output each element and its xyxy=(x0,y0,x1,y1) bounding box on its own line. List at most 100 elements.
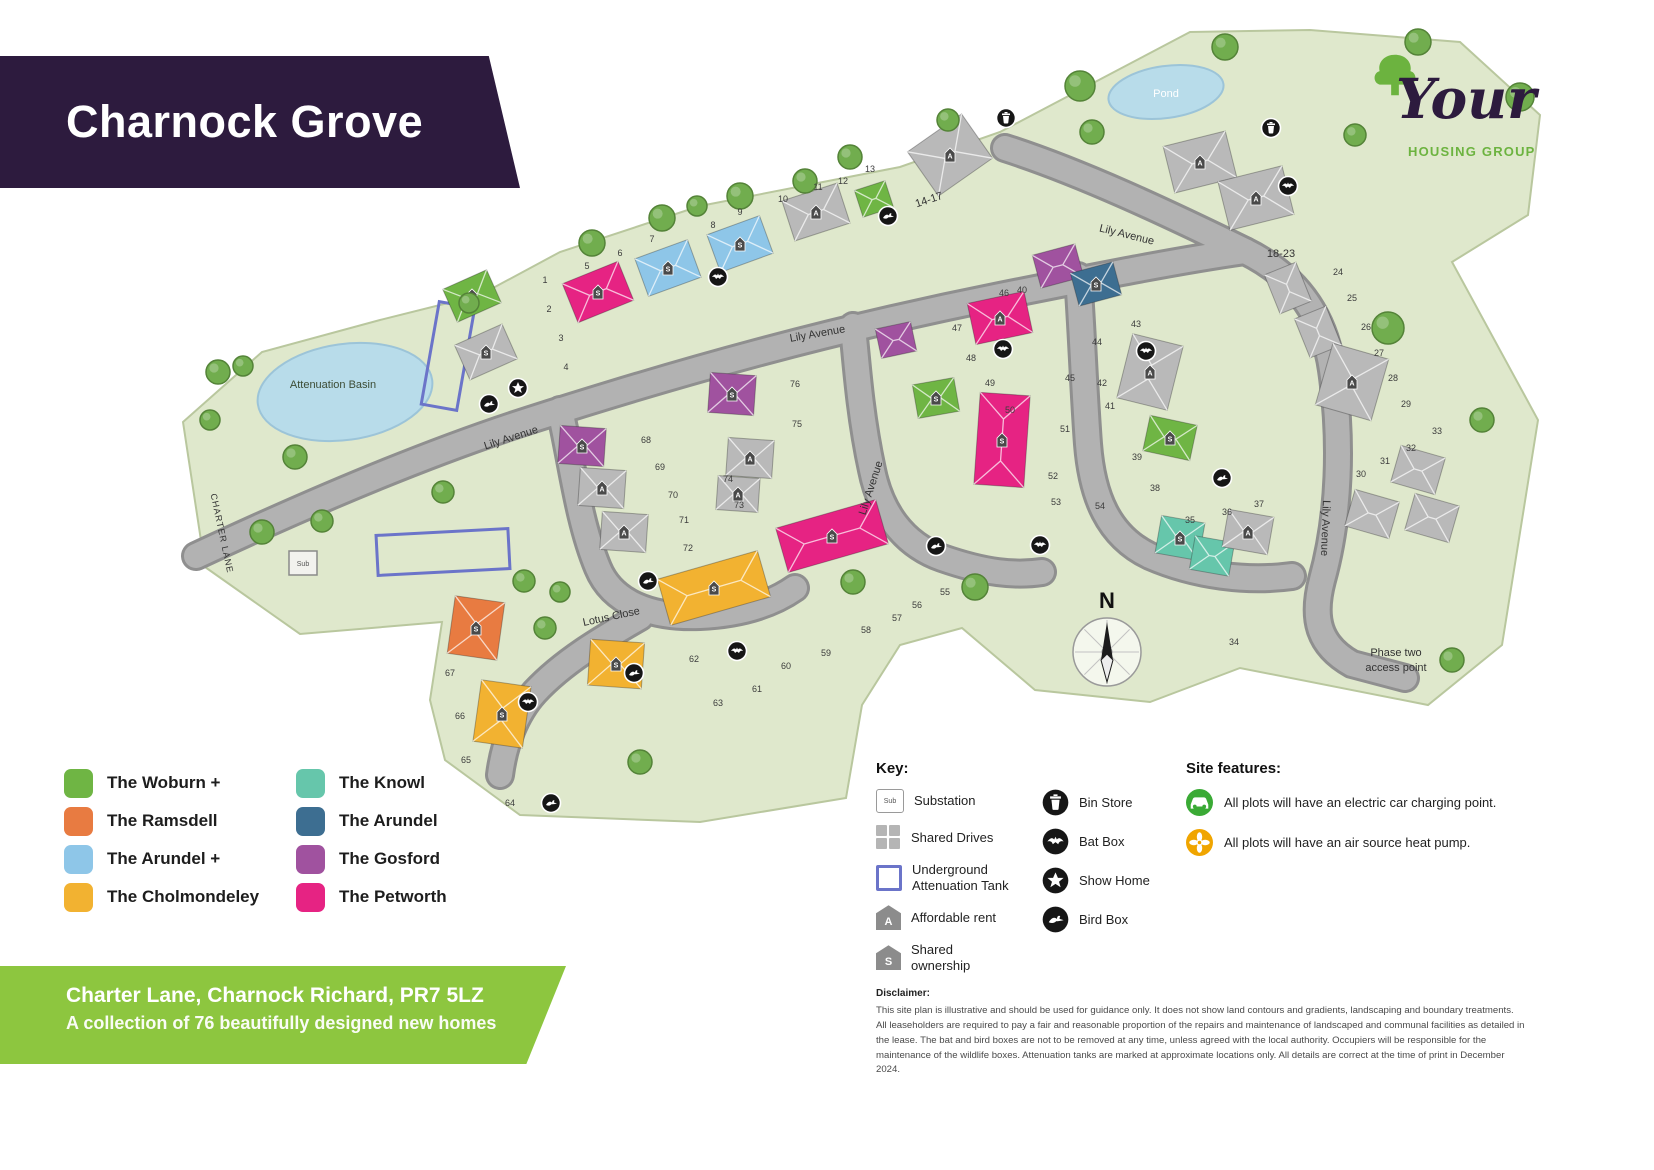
plot-number: 6 xyxy=(617,248,622,258)
logo-subtitle: HOUSING GROUP xyxy=(1408,144,1536,159)
tree-icon xyxy=(310,509,334,533)
legend-item-knowl: The Knowl xyxy=(296,768,511,798)
house-woburn: S xyxy=(1142,414,1198,462)
tree-icon xyxy=(1343,123,1367,147)
svg-text:A: A xyxy=(1197,160,1202,167)
svg-text:S: S xyxy=(738,242,743,249)
house-gosford: S xyxy=(707,371,757,417)
plot-number: 7 xyxy=(649,234,654,244)
key-item-bat-box: Bat Box xyxy=(1042,828,1150,855)
bird-map-icon xyxy=(1211,467,1233,489)
map-label: N xyxy=(1099,588,1115,613)
tree-icon xyxy=(1404,28,1432,56)
svg-text:A: A xyxy=(1147,370,1152,377)
ownership-marker: A xyxy=(810,204,822,220)
tree-icon xyxy=(648,204,676,232)
house-gray: A xyxy=(1162,130,1238,194)
plot-number: 66 xyxy=(455,711,465,721)
svg-text:A: A xyxy=(997,316,1002,323)
svg-text:S: S xyxy=(1168,436,1173,443)
tree-icon xyxy=(533,616,557,640)
plot-number: 45 xyxy=(1065,373,1075,383)
plot-number: 60 xyxy=(781,661,791,671)
plot-number: 74 xyxy=(723,474,733,484)
house-ramsdell: S xyxy=(446,595,506,661)
plot-number: 27 xyxy=(1374,348,1384,358)
bat-map-icon xyxy=(707,266,729,288)
key-item-bin-store: Bin Store xyxy=(1042,789,1150,816)
plot-number: 63 xyxy=(713,698,723,708)
bat-map-icon xyxy=(1277,175,1299,197)
disclaimer-title: Disclaimer: xyxy=(876,988,930,999)
house-gray: A xyxy=(1314,342,1390,422)
house-gosford xyxy=(874,320,918,360)
bat-map-icon xyxy=(992,338,1014,360)
svg-text:A: A xyxy=(747,456,752,463)
plot-number: 10 xyxy=(778,194,788,204)
feature-ev-charging: All plots will have an electric car char… xyxy=(1186,789,1566,816)
tagline: A collection of 76 beautifully designed … xyxy=(66,1013,497,1033)
svg-text:S: S xyxy=(484,350,489,357)
bin-store-icon xyxy=(1042,789,1069,816)
plot-number: 2 xyxy=(546,304,551,314)
ownership-marker: A xyxy=(994,310,1006,326)
ownership-marker: S xyxy=(996,432,1008,448)
bin-map-icon xyxy=(995,107,1017,129)
legend-item-arundelplus: The Arundel + xyxy=(64,844,296,874)
legend-item-woburn: The Woburn + xyxy=(64,768,296,798)
plot-number: 1 xyxy=(542,275,547,285)
key-item-bird-box: Bird Box xyxy=(1042,906,1150,933)
star-map-icon xyxy=(507,377,529,399)
petworth-swatch xyxy=(296,882,325,912)
plot-number: 37 xyxy=(1254,499,1264,509)
ownership-marker: S xyxy=(480,344,492,360)
key-item-shared-drives: Shared Drives xyxy=(876,825,1012,850)
plot-number: 33 xyxy=(1432,426,1442,436)
tree-icon xyxy=(1371,311,1405,345)
logo-word: Your xyxy=(1396,66,1537,131)
plot-number: 24 xyxy=(1333,267,1343,277)
svg-text:A: A xyxy=(813,210,818,217)
tree-icon xyxy=(961,573,989,601)
ownership-marker: S xyxy=(826,528,838,544)
site-features: Site features: All plots will have an el… xyxy=(1186,760,1566,869)
address: Charter Lane, Charnock Richard, PR7 5LZ xyxy=(66,984,484,1007)
ownership-marker: A xyxy=(1194,154,1206,170)
plot-number: 40 xyxy=(1017,285,1027,295)
plot-number: 57 xyxy=(892,613,902,623)
house-gray: A xyxy=(577,466,627,510)
tree-icon xyxy=(936,108,960,132)
plot-number: 31 xyxy=(1380,456,1390,466)
ownership-marker: S xyxy=(662,260,674,276)
svg-text:S: S xyxy=(474,626,479,633)
svg-text:S: S xyxy=(666,266,671,273)
tree-icon xyxy=(282,444,308,470)
ownership-marker: S xyxy=(930,390,942,406)
svg-text:A: A xyxy=(1245,530,1250,537)
bird-map-icon xyxy=(540,792,562,814)
tree-icon xyxy=(686,195,708,217)
site-features-title: Site features: xyxy=(1186,760,1282,777)
plot-number: 28 xyxy=(1388,373,1398,383)
ownership-marker: S xyxy=(708,580,720,596)
plot-number: 68 xyxy=(641,435,651,445)
road-surface xyxy=(1066,264,1304,591)
arundelplus-swatch xyxy=(64,844,93,874)
plot-number: 48 xyxy=(966,353,976,363)
plot-number: 65 xyxy=(461,755,471,765)
plot-number: 3 xyxy=(558,333,563,343)
pond xyxy=(1107,64,1225,120)
bird-map-icon xyxy=(877,205,899,227)
tree-icon xyxy=(578,229,606,257)
ev-charging-icon xyxy=(1186,789,1213,816)
svg-text:S: S xyxy=(500,712,505,719)
plot-number: 42 xyxy=(1097,378,1107,388)
road-surface xyxy=(548,398,807,629)
house-gray: A xyxy=(715,475,761,513)
plot-number: 75 xyxy=(792,419,802,429)
key-item-attenuation-tank: Underground Attenuation Tank xyxy=(876,862,1012,893)
plot-number: 58 xyxy=(861,625,871,635)
legend-item-ramsdell: The Ramsdell xyxy=(64,806,296,836)
